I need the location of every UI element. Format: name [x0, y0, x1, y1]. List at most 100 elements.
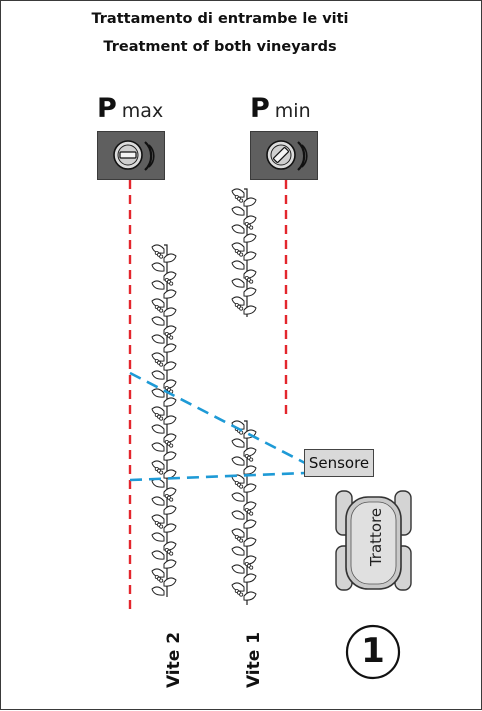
grapevine-leaf	[163, 253, 177, 263]
grape-berry	[159, 578, 164, 583]
grapevine-leaf	[163, 577, 177, 587]
pressure-min-knob	[250, 131, 318, 180]
grapevine-leaf	[231, 188, 245, 198]
grapevine-leaf	[231, 438, 245, 448]
grapevine-leaf	[151, 298, 165, 308]
grapevine-leaf	[151, 550, 165, 560]
grapevine-leaf	[151, 262, 165, 272]
grape-berry	[169, 497, 174, 502]
grape-berry	[249, 457, 254, 462]
grapevine-leaf	[231, 582, 245, 592]
grape-berry	[249, 565, 254, 570]
grape-berry	[159, 254, 164, 259]
pressure-max-letter: P	[97, 93, 117, 124]
grapevine-leaf	[163, 469, 177, 479]
grapevine-leaf	[243, 573, 257, 583]
grapevine-leaf	[151, 244, 165, 254]
grape-berry	[159, 308, 164, 313]
grapevine-leaf	[243, 233, 257, 243]
grapevine-leaf	[243, 197, 257, 207]
grapevine-leaf	[151, 514, 165, 524]
step-number: 1	[361, 631, 385, 671]
grape-berry	[239, 198, 244, 203]
grapevine-leaf	[231, 456, 245, 466]
grapevine-leaf	[231, 206, 245, 216]
grapevine-leaf	[243, 251, 257, 261]
title-english: Treatment of both vineyards	[103, 39, 337, 55]
grapevine-leaf	[151, 460, 165, 470]
grape-berry	[239, 592, 244, 597]
pressure-min-letter: P	[250, 93, 270, 124]
pressure-max-knob	[97, 131, 165, 180]
grapevine-leaf	[163, 289, 177, 299]
grapevine-leaf	[151, 496, 165, 506]
grapevine-leaf	[243, 305, 257, 315]
grapevine-leaf	[163, 307, 177, 317]
vine-row-1-lower	[231, 420, 257, 605]
grape-berry	[249, 279, 254, 284]
row-label-vite-1: Vite 1	[244, 631, 264, 689]
pressure-knob-icon	[266, 140, 308, 171]
grapevine-leaf	[151, 316, 165, 326]
title-italian: Trattamento di entrambe le viti	[91, 11, 349, 27]
grape-berry	[239, 484, 244, 489]
grapevine-leaf	[163, 559, 177, 569]
pressure-max-word: max	[121, 100, 164, 122]
tractor-icon	[335, 490, 412, 591]
grapevine-leaf	[231, 278, 245, 288]
grapevine-leaf	[151, 424, 165, 434]
grapevine-leaf	[231, 510, 245, 520]
grapevine-leaf	[231, 564, 245, 574]
grapevine-leaf	[243, 519, 257, 529]
sensor-box: Sensore	[304, 449, 374, 477]
grapevine-leaf	[151, 370, 165, 380]
grapevine-leaf	[231, 224, 245, 234]
grapevine-leaf	[151, 388, 165, 398]
grapevine-leaf	[231, 260, 245, 270]
grape-berry	[239, 306, 244, 311]
grape-berry	[249, 511, 254, 516]
sensor-line-lower	[129, 471, 306, 482]
sensor-line-upper	[129, 371, 306, 465]
grape-berry	[169, 443, 174, 448]
grape-berry	[169, 281, 174, 286]
grapevine-leaf	[163, 343, 177, 353]
grapevine-leaf	[231, 492, 245, 502]
grape-berry	[249, 225, 254, 230]
grapevine-leaf	[163, 505, 177, 515]
grape-berry	[159, 362, 164, 367]
grapevine-leaf	[243, 287, 257, 297]
grapevine-leaf	[151, 280, 165, 290]
grapevine-leaf	[163, 451, 177, 461]
vine-row-2	[151, 244, 177, 597]
tractor-label: Trattore	[367, 507, 385, 567]
pressure-min-word: min	[274, 100, 311, 122]
grape-berry	[169, 551, 174, 556]
grapevine-leaf	[243, 465, 257, 475]
grape-berry	[159, 416, 164, 421]
grape-berry	[169, 335, 174, 340]
grape-berry	[239, 538, 244, 543]
grapevine-leaf	[163, 397, 177, 407]
grapevine-leaf	[231, 242, 245, 252]
pressure-knob-icon	[113, 140, 155, 171]
grape-berry	[239, 252, 244, 257]
grapevine-leaf	[151, 352, 165, 362]
grapevine-leaf	[231, 546, 245, 556]
grapevine-leaf	[151, 406, 165, 416]
row-label-vite-2: Vite 2	[164, 631, 184, 689]
grapevine-leaf	[163, 523, 177, 533]
grape-berry	[159, 470, 164, 475]
grapevine-leaf	[163, 361, 177, 371]
grape-berry	[159, 524, 164, 529]
grapevine-leaf	[151, 442, 165, 452]
grapevine-leaf	[163, 415, 177, 425]
grapevine-leaf	[243, 537, 257, 547]
vine-row-1-upper	[231, 188, 257, 317]
grapevine-leaf	[231, 528, 245, 538]
grapevine-leaf	[151, 586, 165, 596]
